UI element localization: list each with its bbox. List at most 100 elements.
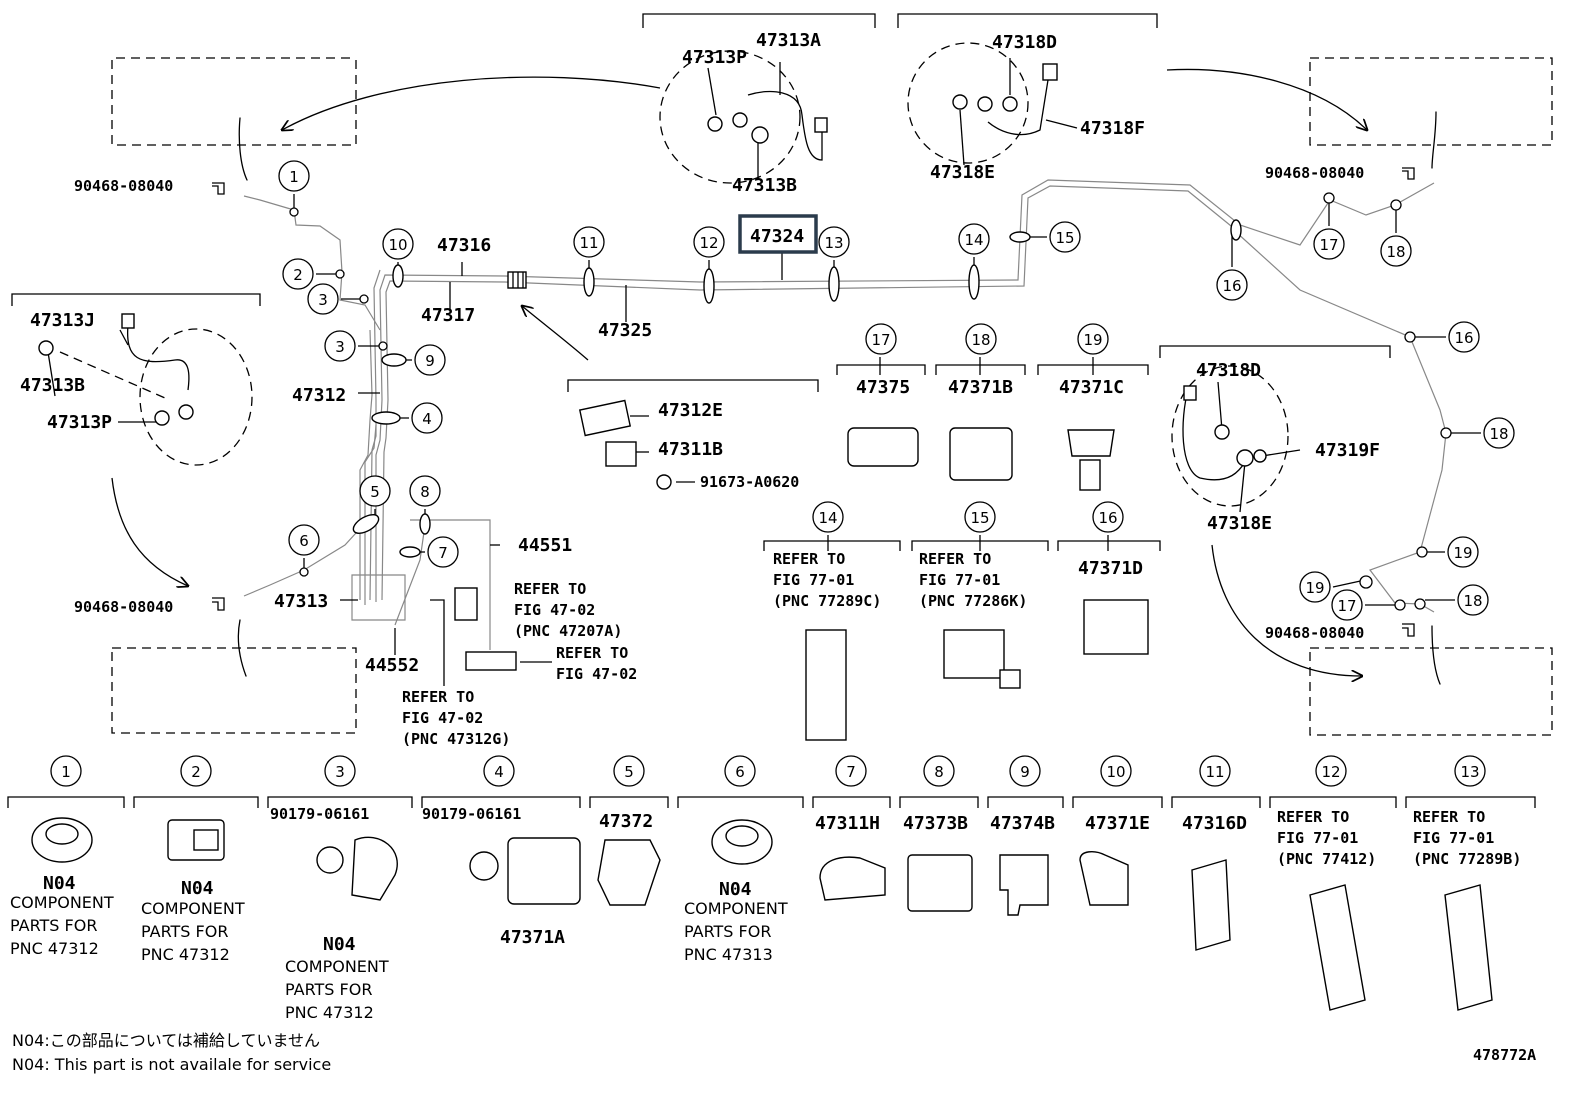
- callout-19: 19: [1447, 536, 1479, 568]
- callout-3: 3: [324, 330, 356, 362]
- callout-6: 6: [724, 755, 756, 787]
- callout-16: 16: [1448, 321, 1480, 353]
- svg-text:18: 18: [1463, 592, 1482, 610]
- svg-text:7: 7: [438, 544, 448, 562]
- part-label-47371E[interactable]: 47371E: [1085, 813, 1150, 834]
- group-brackets: [7, 13, 1536, 808]
- part-label-47312E[interactable]: 47312E: [658, 400, 723, 421]
- callout-9: 9: [1009, 755, 1041, 787]
- svg-text:12: 12: [699, 234, 718, 252]
- part-label-47324[interactable]: 47324: [750, 226, 804, 247]
- part-label-N04[interactable]: N04: [181, 878, 214, 899]
- part-label-47318F[interactable]: 47318F: [1080, 118, 1145, 139]
- svg-text:10: 10: [388, 236, 407, 254]
- svg-text:13: 13: [1460, 763, 1479, 781]
- part-label-47318D[interactable]: 47318D: [1196, 360, 1261, 381]
- part-label-90179-06161[interactable]: 90179-06161: [422, 805, 521, 823]
- svg-text:13: 13: [824, 234, 843, 252]
- part-label-47318D[interactable]: 47318D: [992, 32, 1057, 53]
- callout-6: 6: [288, 524, 320, 556]
- svg-text:1: 1: [289, 168, 299, 186]
- svg-text:3: 3: [335, 338, 345, 356]
- callout-10: 10: [382, 228, 414, 260]
- part-label-47316[interactable]: 47316: [437, 235, 491, 256]
- callout-12: 12: [693, 226, 725, 258]
- part-label-47319F[interactable]: 47319F: [1315, 440, 1380, 461]
- part-label-47311H[interactable]: 47311H: [815, 813, 880, 834]
- bottom-part-sketches: [31, 817, 1493, 1011]
- callout-8: 8: [409, 475, 441, 507]
- part-label-47313P[interactable]: 47313P: [682, 47, 747, 68]
- callout-17: 17: [1331, 589, 1363, 621]
- part-label-47371A[interactable]: 47371A: [500, 927, 565, 948]
- part-label-90179-06161[interactable]: 90179-06161: [270, 805, 369, 823]
- part-label-90468-08040[interactable]: 90468-08040: [74, 177, 173, 195]
- svg-text:18: 18: [1489, 425, 1508, 443]
- svg-text:14: 14: [964, 231, 983, 249]
- part-label-N04[interactable]: N04: [43, 873, 76, 894]
- svg-text:19: 19: [1453, 544, 1472, 562]
- part-label-47313A[interactable]: 47313A: [756, 30, 821, 51]
- callout-10: 10: [1100, 755, 1132, 787]
- part-label-47374B[interactable]: 47374B: [990, 813, 1055, 834]
- svg-text:3: 3: [318, 291, 328, 309]
- part-label-478772A[interactable]: 478772A: [1473, 1046, 1536, 1064]
- svg-text:17: 17: [871, 331, 890, 349]
- part-label-47313B[interactable]: 47313B: [20, 375, 85, 396]
- part-label-90468-08040[interactable]: 90468-08040: [74, 598, 173, 616]
- callout-16: 16: [1216, 269, 1248, 301]
- part-label-47375[interactable]: 47375: [856, 377, 910, 398]
- callout-1: 1: [50, 755, 82, 787]
- part-label-44552[interactable]: 44552: [365, 655, 419, 676]
- svg-text:8: 8: [420, 483, 430, 501]
- part-label-47313B[interactable]: 47313B: [732, 175, 797, 196]
- part-label-47325[interactable]: 47325: [598, 320, 652, 341]
- callout-9: 9: [414, 344, 446, 376]
- svg-text:16: 16: [1098, 509, 1117, 527]
- part-label-90468-08040[interactable]: 90468-08040: [1265, 164, 1364, 182]
- part-label-47313[interactable]: 47313: [274, 591, 328, 612]
- part-label-47317[interactable]: 47317: [421, 305, 475, 326]
- part-label-N04[interactable]: N04: [719, 879, 752, 900]
- svg-text:8: 8: [934, 763, 944, 781]
- part-label-47312[interactable]: 47312: [292, 385, 346, 406]
- part-label-90468-08040[interactable]: 90468-08040: [1265, 624, 1364, 642]
- part-label-47373B[interactable]: 47373B: [903, 813, 968, 834]
- part-label-47372[interactable]: 47372: [599, 811, 653, 832]
- part-label-47318E[interactable]: 47318E: [930, 162, 995, 183]
- part-label-47311B[interactable]: 47311B: [658, 439, 723, 460]
- callout-13: 13: [1454, 755, 1486, 787]
- callout-12: 12: [1315, 755, 1347, 787]
- part-label-91673-A0620[interactable]: 91673-A0620: [700, 473, 799, 491]
- svg-text:11: 11: [579, 234, 598, 252]
- part-label-47318E[interactable]: 47318E: [1207, 513, 1272, 534]
- callout-14: 14: [958, 223, 990, 255]
- part-label-47313P[interactable]: 47313P: [47, 412, 112, 433]
- callout-5: 5: [359, 475, 391, 507]
- footer-note-jp: N04:この部品については補給していません: [12, 1031, 320, 1050]
- svg-text:19: 19: [1083, 331, 1102, 349]
- callout-1: 1: [278, 160, 310, 192]
- part-label-47371C[interactable]: 47371C: [1059, 377, 1124, 398]
- svg-text:9: 9: [425, 352, 435, 370]
- callout-17: 17: [1313, 228, 1345, 260]
- part-label-44551[interactable]: 44551: [518, 535, 572, 556]
- wheel-boxes: [59, 42, 1553, 736]
- svg-text:19: 19: [1305, 579, 1324, 597]
- part-label-47371B[interactable]: 47371B: [948, 377, 1013, 398]
- part-label-47313J[interactable]: 47313J: [30, 310, 95, 331]
- part-label-47316D[interactable]: 47316D: [1182, 813, 1247, 834]
- part-label-47371D[interactable]: 47371D: [1078, 558, 1143, 579]
- callout-18: 18: [965, 323, 997, 355]
- callout-18: 18: [1380, 235, 1412, 267]
- part-label-N04[interactable]: N04: [323, 934, 356, 955]
- svg-text:2: 2: [191, 763, 201, 781]
